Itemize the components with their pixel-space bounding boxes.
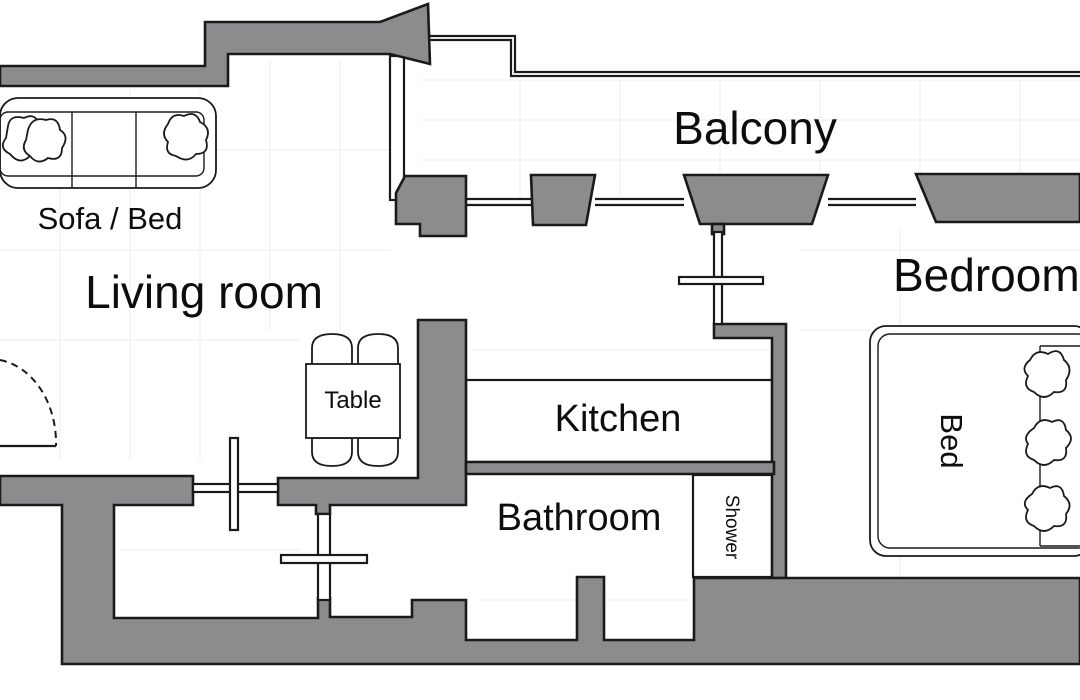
- balcony-left-rail: [388, 54, 406, 202]
- wall-pier-2: [529, 173, 597, 227]
- furniture-label-shower: Shower: [721, 495, 742, 560]
- furniture-label-table: Table: [324, 387, 381, 414]
- bed: [869, 325, 1080, 557]
- bathroom-door-leaf: [279, 553, 369, 565]
- bedroom-door-leaf: [677, 275, 765, 286]
- labels: Balcony Sofa / Bed Living room Bedroom T…: [38, 102, 1080, 560]
- room-label-balcony: Balcony: [673, 102, 837, 154]
- room-label-bathroom: Bathroom: [497, 497, 662, 539]
- room-label-living-room: Living room: [85, 266, 323, 318]
- wall-central-column: [276, 318, 468, 516]
- partitions: [388, 34, 1080, 579]
- balcony-top-edge-inner: [430, 38, 1080, 78]
- floor-grid: [0, 60, 1080, 601]
- furniture-label-sofa-bed: Sofa / Bed: [38, 201, 183, 236]
- balcony-top-edge: [430, 34, 1080, 74]
- wall-pier-4: [914, 172, 1080, 224]
- wall-pier-3: [682, 173, 830, 226]
- wall-kitchen-bottom: [464, 460, 776, 476]
- wall-pier-1: [394, 174, 468, 238]
- wall-top-left: [0, 2, 432, 88]
- pillow-icon: [1023, 350, 1071, 398]
- corridor-door-leaf: [228, 436, 240, 532]
- wall-bottom-left: [0, 474, 1080, 666]
- kitchen-counter: [464, 378, 776, 464]
- shower-box: [691, 473, 775, 579]
- room-label-bedroom: Bedroom: [893, 249, 1080, 301]
- walls: [0, 2, 1080, 666]
- furniture-label-bed: Bed: [934, 413, 969, 468]
- pillow-icon: [1025, 419, 1072, 466]
- room-label-kitchen: Kitchen: [555, 398, 682, 440]
- dining-table: [305, 333, 401, 467]
- cushion-icon: [22, 118, 67, 163]
- windows: [191, 197, 916, 602]
- sofa: [0, 97, 217, 189]
- entrance-door: [0, 359, 58, 448]
- cushion-icon: [163, 113, 209, 161]
- pillow-icon: [1023, 485, 1071, 532]
